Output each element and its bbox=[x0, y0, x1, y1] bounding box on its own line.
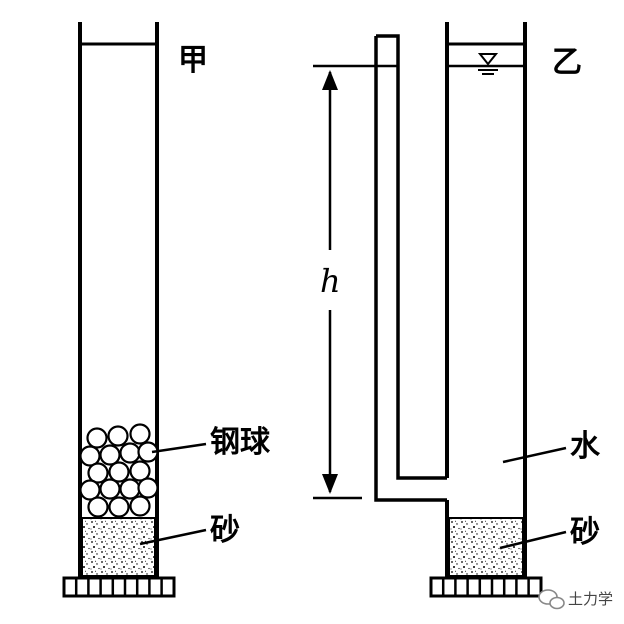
label-steel-balls: 钢球 bbox=[210, 425, 271, 460]
base-yi bbox=[429, 576, 543, 598]
sand-layer-jia bbox=[81, 517, 156, 577]
steel-ball bbox=[108, 496, 130, 518]
label-head-h: h bbox=[320, 262, 341, 300]
steel-ball bbox=[87, 496, 109, 518]
label-sand-yi: 砂 bbox=[570, 515, 600, 550]
label-jia: 甲 bbox=[178, 43, 208, 78]
steel-ball bbox=[129, 460, 151, 482]
apparatus-jia: 甲 钢球 砂 bbox=[62, 22, 271, 598]
sand-layer-yi bbox=[448, 517, 524, 577]
steel-ball bbox=[107, 425, 129, 447]
apparatus-yi: 乙 水 砂 bbox=[374, 22, 601, 598]
steel-ball bbox=[129, 423, 151, 445]
label-water: 水 bbox=[570, 429, 601, 464]
leader-water bbox=[502, 446, 567, 464]
steel-ball bbox=[108, 461, 130, 483]
watermark-text: 土力学 bbox=[568, 590, 613, 608]
steel-balls bbox=[79, 423, 159, 518]
steel-ball bbox=[87, 462, 109, 484]
steel-ball bbox=[119, 478, 141, 500]
steel-ball bbox=[129, 495, 151, 517]
base-jia bbox=[62, 576, 176, 598]
steel-ball bbox=[137, 477, 159, 499]
leader-sand-jia bbox=[139, 528, 207, 546]
wechat-icon bbox=[538, 589, 565, 610]
leader-sand-yi bbox=[499, 530, 567, 550]
label-sand-jia: 砂 bbox=[210, 513, 240, 548]
label-yi: 乙 bbox=[552, 45, 582, 80]
steel-ball bbox=[119, 442, 141, 464]
steel-ball bbox=[99, 478, 121, 500]
head-dimension: h bbox=[313, 64, 376, 500]
steel-ball bbox=[99, 444, 121, 466]
inlet-tube bbox=[374, 34, 447, 502]
leader-steel-balls bbox=[151, 442, 207, 454]
watermark: 土力学 bbox=[538, 589, 613, 610]
water-surface-icon bbox=[447, 53, 525, 75]
steel-ball bbox=[86, 427, 108, 449]
